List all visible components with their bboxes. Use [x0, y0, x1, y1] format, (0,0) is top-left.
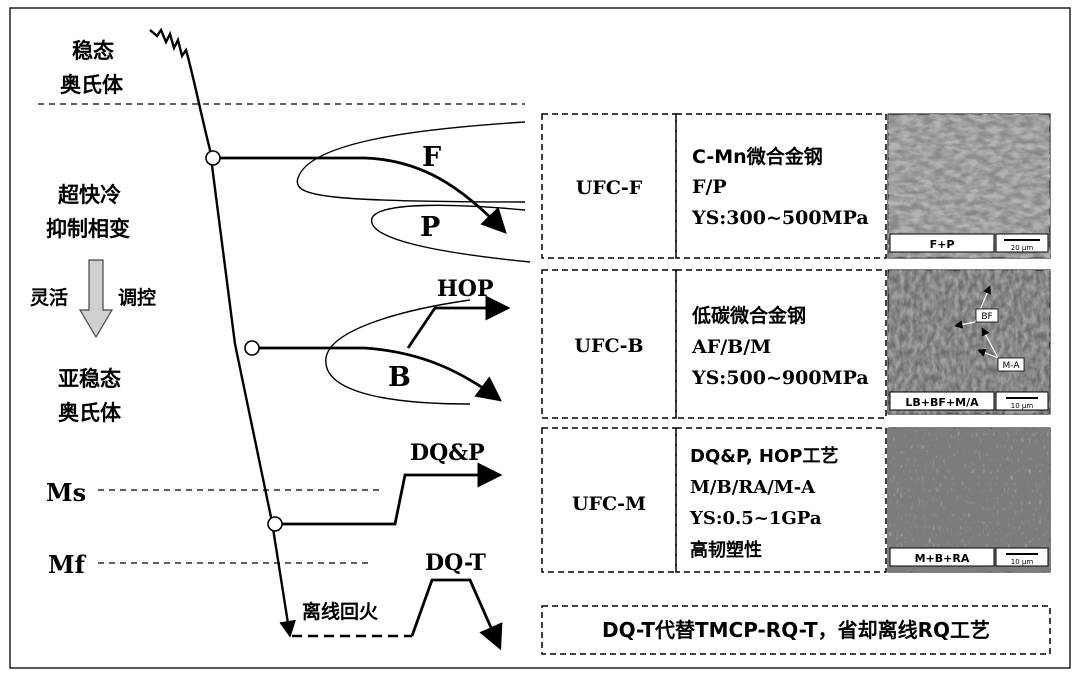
main-cooling-curve [149, 27, 296, 638]
row3-line3: YS:0.5~1GPa [689, 508, 822, 529]
row3-desc-box [675, 427, 887, 573]
steady-austenite-label-1: 稳态 [72, 39, 114, 63]
metastable-austenite-label-1: 亚稳态 [58, 367, 121, 391]
micrograph-m-label: M+B+RA [915, 552, 970, 565]
row3-code: UFC-M [572, 493, 646, 515]
flexible-control-arrow-icon [78, 259, 114, 339]
f-cooling-path [220, 156, 507, 234]
outer-frame [9, 7, 1071, 669]
row1-line3: YS:300~500MPa [691, 207, 869, 229]
b-cooling-path [259, 346, 503, 402]
f-branch-node [205, 150, 221, 166]
offline-temper-label: 离线回火 [302, 600, 379, 623]
micrograph-ma-annotation: M-A [1003, 361, 1021, 371]
ultrafast-cooling-label-1: 超快冷 [58, 183, 121, 207]
metastable-austenite-label-2: 奥氏体 [58, 401, 122, 425]
row2-code: UFC-B [574, 335, 643, 357]
row2-line1: 低碳微合金钢 [691, 304, 806, 327]
dqp-label: DQ&P [410, 440, 485, 466]
flexible-label: 灵活 [30, 286, 68, 309]
steady-austenite-label-2: 奥氏体 [60, 73, 124, 97]
row1-desc-box [675, 113, 887, 259]
hop-label: HOP [437, 276, 494, 302]
micrograph-bf-annotation: BF [981, 312, 992, 322]
bottom-note: DQ-T代替TMCP-RQ-T，省却离线RQ工艺 [602, 618, 990, 642]
row2-desc-box [675, 269, 887, 419]
p-phase-label: P [420, 212, 440, 243]
dqt-label: DQ-T [425, 550, 487, 576]
row1-line2: F/P [692, 176, 727, 198]
row3-line1: DQ&P, HOP工艺 [690, 445, 839, 467]
row2-line2: AF/B/M [691, 336, 771, 358]
dqp-path [282, 462, 503, 526]
row3-line4: 高韧塑性 [690, 539, 762, 561]
micrograph-lb-bf-ma: BF M-A LB+BF+M/A 10 μm [887, 269, 1051, 415]
b-c-curve [325, 299, 471, 405]
mf-label: Mf [48, 550, 87, 579]
f-c-curve [296, 121, 526, 203]
row3-line2: M/B/RA/M-A [690, 477, 816, 498]
micrograph-m-b-ra: M+B+RA 10 μm [887, 427, 1051, 573]
micrograph-m-scale: 10 μm [1011, 558, 1034, 566]
row2-line3: YS:500~900MPa [691, 367, 869, 389]
p-c-curve [371, 204, 531, 263]
row1-code: UFC-F [576, 177, 643, 199]
micrograph-f-p-label: F+P [930, 238, 955, 251]
ms-label: Ms [46, 478, 86, 507]
micrograph-f-p: F+P 20 μm [887, 113, 1051, 259]
b-phase-label: B [388, 362, 411, 393]
control-label: 调控 [118, 286, 156, 309]
bottom-note-box [541, 605, 1051, 655]
row2-code-box [541, 269, 677, 419]
row1-line1: C-Mn微合金钢 [692, 145, 823, 168]
b-branch-node [244, 340, 260, 356]
micrograph-lb-scale: 10 μm [1011, 402, 1034, 410]
micrograph-f-p-scale: 20 μm [1011, 244, 1034, 252]
m-branch-node [267, 516, 283, 532]
ultrafast-cooling-label-2: 抑制相变 [46, 217, 130, 241]
f-phase-label: F [422, 142, 441, 173]
micrograph-lb-label: LB+BF+M/A [905, 396, 979, 409]
hop-path [406, 295, 511, 349]
dqt-path [410, 578, 503, 651]
